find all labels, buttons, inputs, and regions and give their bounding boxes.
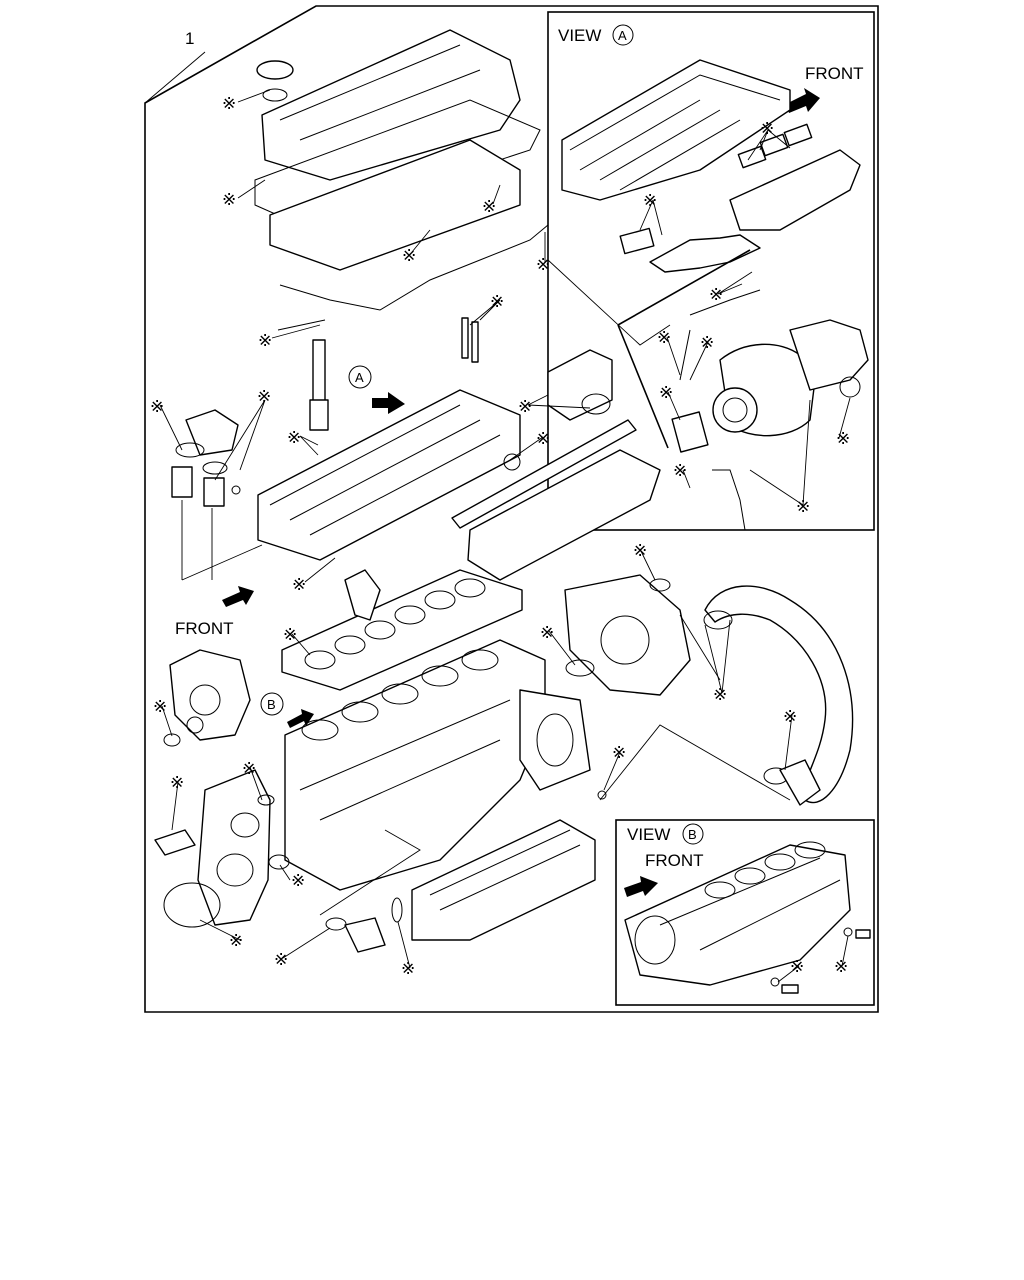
- asterisk-icon: ※: [287, 428, 301, 447]
- arrow-icon: [287, 709, 314, 728]
- asterisk-icon: ※: [229, 931, 243, 950]
- asterisk-icon: ※: [834, 957, 848, 976]
- view-a-frame-notch: [547, 259, 671, 346]
- asterisk-icon: ※: [490, 292, 504, 311]
- part-number-leader: [144, 51, 206, 104]
- asterisk-icon: ※: [536, 429, 550, 448]
- rocker-housing: [269, 139, 521, 271]
- asterisk-icon: ※: [153, 697, 167, 716]
- cylinder-head: [257, 389, 521, 561]
- callout-b-circle: [260, 692, 284, 716]
- asterisk-icon: ※: [291, 871, 305, 890]
- asterisk-icon: ※: [836, 429, 850, 448]
- asterisk-icon: ※: [257, 387, 271, 406]
- asterisk-icon: ※: [536, 255, 550, 274]
- exhaust-manifold: [729, 149, 861, 231]
- asterisk-icon: ※: [796, 497, 810, 516]
- asterisk-icon: ※: [222, 190, 236, 209]
- front-label-view-a: FRONT: [805, 64, 864, 83]
- front-label-view-b: FRONT: [645, 851, 704, 870]
- fuel-leak-off-pipe: [279, 224, 549, 311]
- asterisk-icon: ※: [657, 328, 671, 347]
- callout-a-letter: A: [355, 370, 364, 385]
- asterisk-icon: ※: [709, 285, 723, 304]
- view-a-frame: [547, 11, 875, 531]
- asterisk-icon: ※: [292, 575, 306, 594]
- asterisk-icon: ※: [258, 331, 272, 350]
- part-number: 1: [185, 29, 194, 48]
- asterisk-icon: ※: [402, 246, 416, 265]
- view-a-circle: [612, 24, 634, 46]
- front-label-main: FRONT: [175, 619, 234, 638]
- arrow-icon: [786, 88, 820, 113]
- cylinder-block-view-b: [624, 844, 851, 986]
- intake-manifold: [467, 449, 661, 581]
- asterisk-icon: ※: [274, 950, 288, 969]
- asterisk-icon: ※: [482, 197, 496, 216]
- exhaust-pipe: [704, 585, 854, 804]
- cylinder-head-gasket: [281, 569, 523, 691]
- asterisk-icon: ※: [242, 759, 256, 778]
- arrow-icon: [372, 392, 405, 414]
- asterisk-icon: ※: [150, 397, 164, 416]
- oil-seal: [163, 882, 221, 928]
- cylinder-block: [284, 639, 546, 891]
- asterisk-icon: ※: [790, 957, 804, 976]
- asterisk-icon: ※: [170, 773, 184, 792]
- asterisk-icon: ※: [540, 623, 554, 642]
- outer-frame: [144, 5, 879, 1013]
- view-a-letter: A: [618, 28, 627, 43]
- asterisk-icon: ※: [283, 625, 297, 644]
- asterisk-icon: ※: [612, 743, 626, 762]
- view-b-circle: [682, 823, 704, 845]
- asterisk-icon: ※: [401, 959, 415, 978]
- view-b-frame: [615, 819, 875, 1006]
- thermostat-housing: [185, 409, 239, 456]
- asterisk-icon-group: ※ ※ ※ ※ ※ ※ ※ ※ ※ ※ ※ ※ ※ ※ ※ ※ ※ ※ ※ ※ …: [150, 94, 850, 978]
- asterisk-icon: ※: [783, 707, 797, 726]
- cylinder-head-view-a: [561, 59, 791, 201]
- callout-a-circle: [348, 365, 372, 389]
- arrow-icon: [222, 586, 254, 607]
- asterisk-icon: ※: [643, 191, 657, 210]
- asterisk-icon: ※: [222, 94, 236, 113]
- asterisk-icon: ※: [713, 685, 727, 704]
- view-b-letter: B: [688, 827, 697, 842]
- arrow-icon: [624, 876, 658, 897]
- asterisk-icon: ※: [659, 383, 673, 402]
- head-cover-gasket: [254, 99, 541, 226]
- water-pipe: [344, 917, 386, 953]
- view-a-title: VIEW: [558, 26, 601, 45]
- flywheel-housing: [564, 574, 691, 696]
- asterisk-icon: ※: [760, 119, 774, 138]
- intake-manifold-gasket: [451, 419, 637, 529]
- asterisk-icon: ※: [700, 333, 714, 352]
- leader-lines: [159, 89, 851, 983]
- timing-gear-case: [197, 769, 271, 926]
- asterisk-icon: ※: [518, 397, 532, 416]
- asterisk-icon: ※: [673, 461, 687, 480]
- oil-filler-cap: [256, 60, 294, 80]
- callout-b-letter: B: [267, 697, 276, 712]
- front-cover: [169, 649, 251, 741]
- asterisk-icon: ※: [633, 541, 647, 560]
- view-b-title: VIEW: [627, 825, 670, 844]
- exhaust-pipe-elbow: [649, 234, 761, 273]
